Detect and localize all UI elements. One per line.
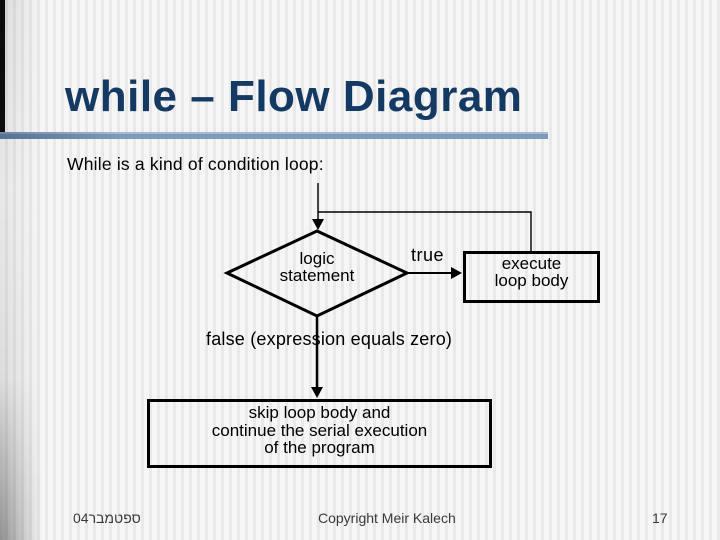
loop-back-line	[318, 211, 532, 251]
title-underline-rule	[0, 132, 548, 139]
skip-box-label: skip loop body and continue the serial e…	[147, 404, 492, 457]
skip-box	[147, 399, 492, 468]
subtitle-text: While is a kind of condition loop:	[67, 154, 324, 174]
decision-diamond	[223, 229, 411, 318]
true-branch-label: true	[411, 245, 445, 265]
false-branch-label: false (expression equals zero)	[206, 329, 453, 349]
execute-box-line2: loop body	[494, 271, 569, 290]
skip-box-line3: of the program	[264, 438, 375, 457]
true-arrowhead-icon	[451, 267, 462, 279]
footer-date: ספטמבר04	[73, 510, 141, 526]
execute-box	[463, 251, 600, 303]
skip-box-line2: continue the serial execution	[211, 420, 428, 440]
false-arrowhead-icon	[311, 387, 323, 398]
execute-box-label: execute loop body	[463, 255, 600, 289]
left-accent-bar	[0, 0, 5, 133]
decision-label-line1: logic	[299, 249, 335, 268]
footer-page-number: 17	[652, 510, 668, 526]
page-title: while – Flow Diagram	[65, 72, 523, 121]
footer-copyright: Copyright Meir Kalech	[318, 510, 456, 526]
decision-label: logic statement	[280, 250, 355, 284]
skip-box-line1: skip loop body and	[248, 403, 391, 422]
entry-arrowhead-icon	[312, 219, 324, 230]
execute-box-line1: execute	[501, 254, 562, 273]
decision-label-line2: statement	[279, 266, 355, 285]
